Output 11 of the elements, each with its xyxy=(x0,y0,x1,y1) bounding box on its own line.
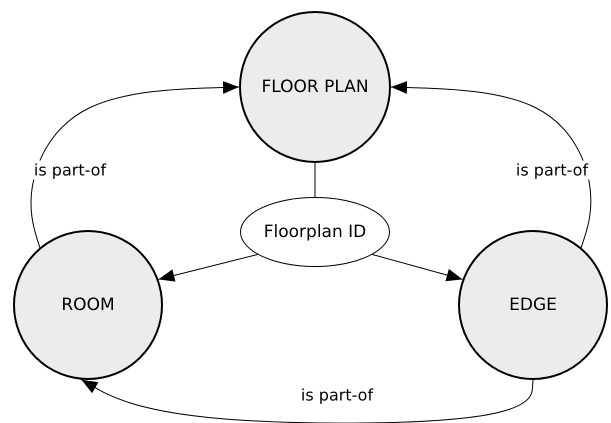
connector-line xyxy=(314,162,316,198)
arrow xyxy=(30,81,240,248)
node-label: Floorplan ID xyxy=(264,220,366,244)
node-label: ROOM xyxy=(61,294,115,316)
node-label: FLOOR PLAN xyxy=(261,76,369,98)
arrow xyxy=(158,254,258,282)
arrow xyxy=(372,254,464,282)
edge-label: is part-of xyxy=(32,160,108,180)
arrow xyxy=(80,379,534,423)
node-label: EDGE xyxy=(509,294,557,316)
arrow xyxy=(390,81,592,248)
